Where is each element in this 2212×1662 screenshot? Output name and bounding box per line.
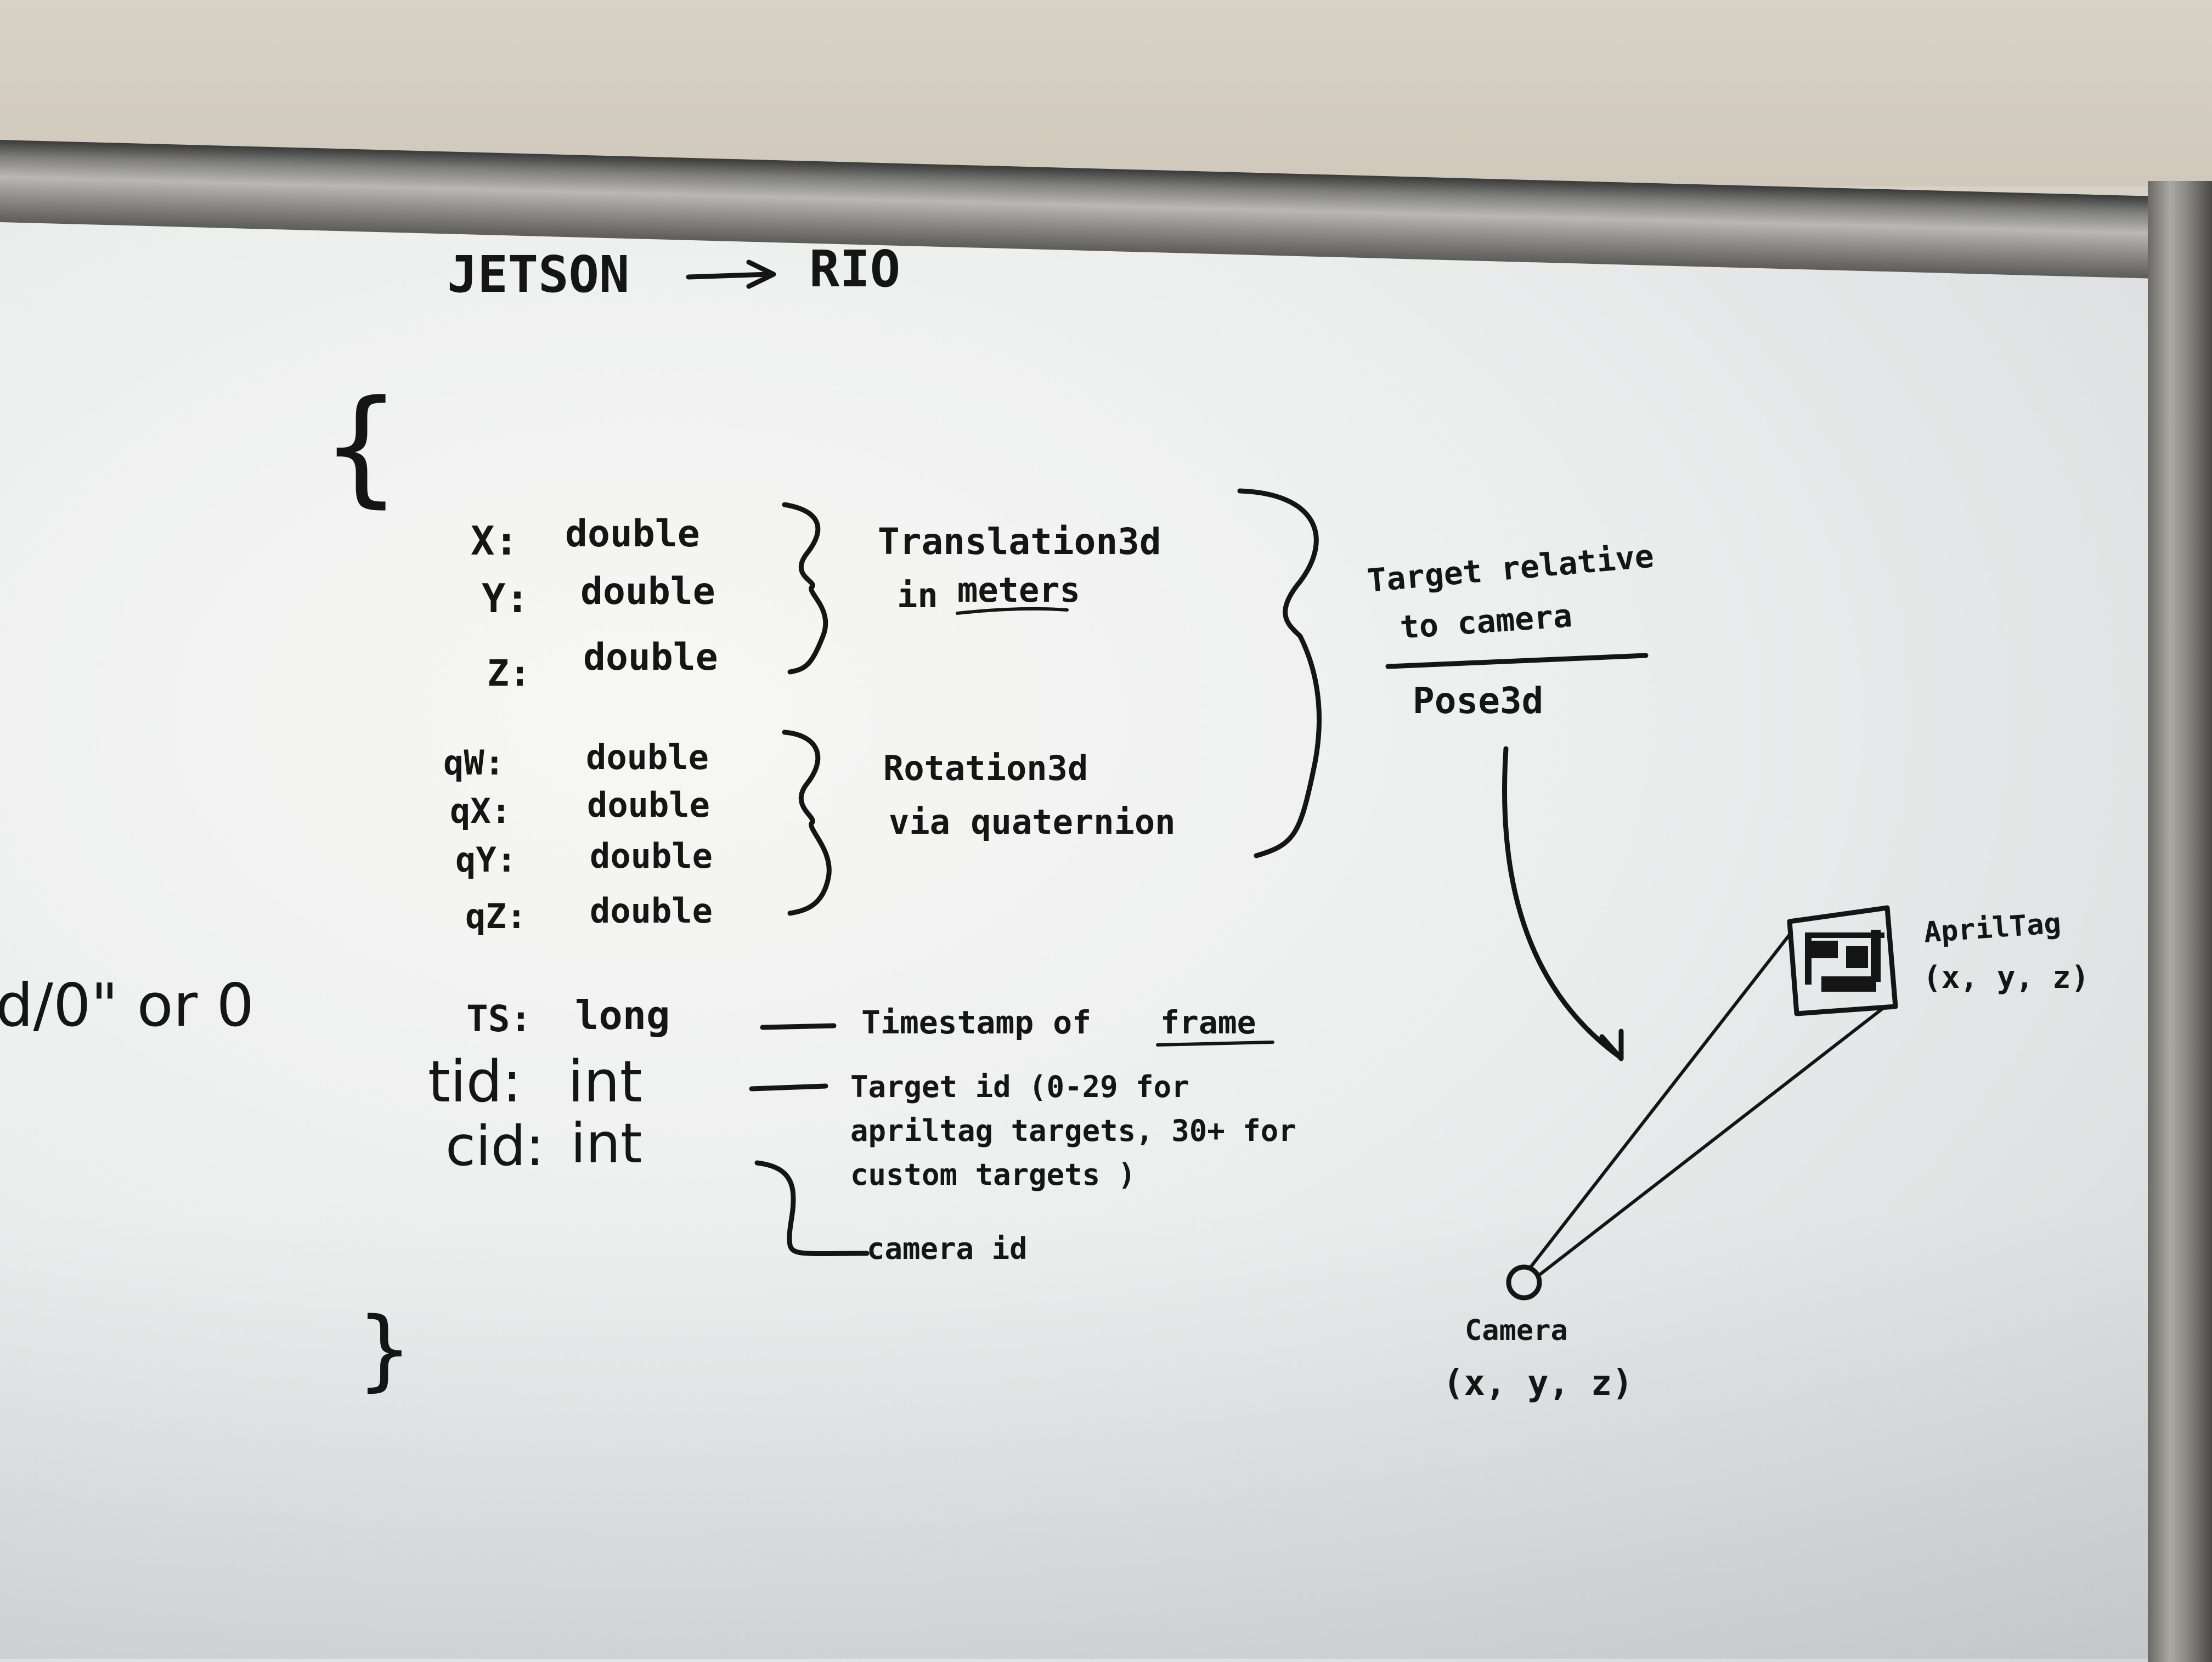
field-ts-name: TS: [466,998,532,1040]
field-qy-type: double [590,836,713,876]
cid-note: camera id [867,1231,1028,1266]
translation-note-line1: Translation3d [878,521,1161,563]
field-x-name: X: [471,518,518,564]
sight-line-top [1529,931,1793,1269]
field-cid-type: int [571,1111,642,1175]
ts-dash [760,1023,837,1030]
sight-line-bottom [1537,1008,1883,1277]
meters-underline [956,607,1069,615]
whiteboard-frame-right [2148,181,2212,1662]
field-z-name: Z: [487,652,531,694]
title-arrow [686,259,776,289]
field-y-name: Y: [482,575,529,621]
camera-label: Camera [1465,1314,1568,1347]
title-jetson: JETSON [447,245,630,304]
rotation-brace [782,730,832,916]
field-z-type: double [583,636,718,679]
translation-note-meters: meters [957,570,1080,610]
field-qw-type: double [586,737,709,777]
camera-circle [1506,1264,1542,1301]
tid-note-line3: custom targets ) [850,1157,1136,1192]
ts-note-prefix: Timestamp of [861,1004,1092,1041]
title-rio: RIO [809,240,901,298]
open-brace: { [321,374,402,520]
apriltag-square [1787,905,1898,1016]
apriltag-coords: (x, y, z) [1923,960,2090,996]
left-edge-fragment: d/0" or 0 [0,971,255,1040]
field-x-type: double [565,512,700,556]
field-cid-name: cid: [445,1114,544,1178]
close-brace: } [357,1298,413,1400]
frame-underline [1156,1041,1274,1047]
rotation-note-line2: via quaternion [889,802,1176,842]
pose-note-type: Pose3d [1413,680,1544,722]
field-qz-name: qZ: [465,896,527,936]
rotation-note-line1: Rotation3d [883,748,1088,788]
pose-divider [1385,653,1649,669]
field-tid-type: int [568,1048,642,1115]
field-qz-type: double [590,891,713,931]
field-qx-name: qX: [450,791,511,831]
field-y-type: double [580,570,715,613]
ts-note-frame: frame [1160,1004,1256,1041]
field-tid-name: tid: [428,1048,522,1115]
translation-note-in: in [897,575,938,615]
field-ts-type: long [575,992,670,1038]
translation-brace [782,502,828,675]
cid-bracket [754,1160,870,1257]
tid-dash [749,1083,828,1092]
pose-brace [1237,488,1322,858]
tid-note-line1: Target id (0-29 for [850,1070,1189,1104]
field-qx-type: double [587,785,710,825]
tid-note-line2: apriltag targets, 30+ for [850,1113,1296,1148]
field-qw-name: qW: [443,743,505,783]
camera-coords: (x, y, z) [1443,1363,1633,1404]
board-shading [0,1207,2167,1659]
field-qy-name: qY: [455,840,517,880]
pose-arrow [1502,746,1624,1061]
